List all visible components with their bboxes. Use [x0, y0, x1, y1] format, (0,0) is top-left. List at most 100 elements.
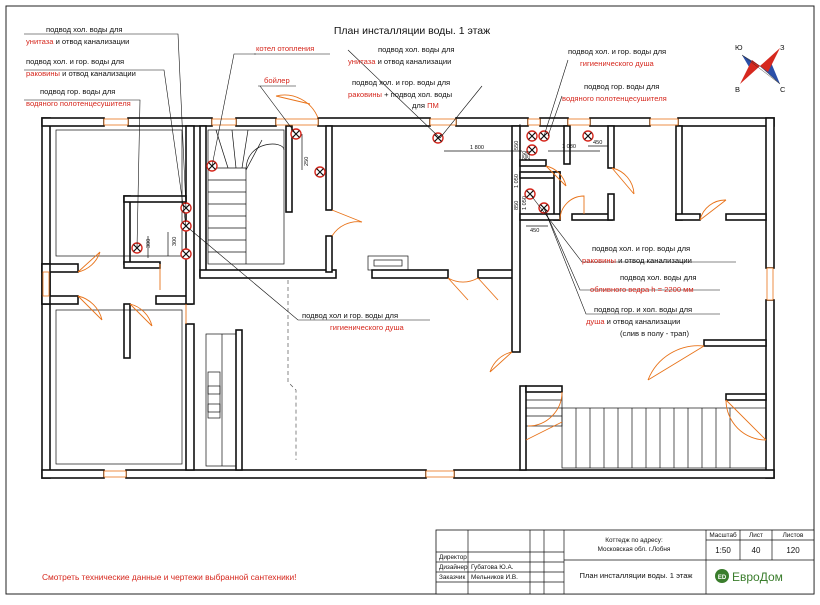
tb-sheets: 120: [786, 546, 800, 555]
callout-red-text: котел отопления: [256, 44, 314, 53]
callout-red-text: душа: [586, 317, 605, 326]
compass-label-w: З: [780, 43, 785, 52]
callout-red-text: раковины: [348, 90, 382, 99]
callout-text: и отвод канализации: [616, 256, 692, 265]
callout-text: подвод гор. воды для: [584, 82, 659, 91]
dim-250c: 250: [526, 151, 532, 160]
callout-red-text: водяного полотенцесушителя: [26, 99, 131, 108]
callout-text: подвод гор. и хол. воды для: [594, 305, 692, 314]
compass-label-n: С: [780, 85, 786, 94]
callout-text: подвод хол. воды для: [620, 273, 697, 282]
dim-1050b: 1 050: [522, 196, 528, 210]
callout-red-text: унитаза: [26, 37, 54, 46]
callout-text: подвод хол. и гор. воды для: [352, 78, 450, 87]
callout-text: подвод хол. воды для: [378, 45, 455, 54]
compass-label-e: В: [735, 85, 740, 94]
logo-mark: ED: [718, 575, 727, 581]
svg-text:раковины + подвод хол. воды: раковины + подвод хол. воды: [348, 90, 452, 99]
svg-text:душа и отвод канализации: душа и отвод канализации: [586, 317, 680, 326]
svg-text:унитаза и отвод канализации: унитаза и отвод канализации: [26, 37, 129, 46]
leader-lines: [24, 33, 736, 321]
callout-text: и отвод канализации: [375, 57, 451, 66]
callout-red-text: обливного ведра h = 2200 мм: [590, 285, 694, 294]
callout-red-text: унитаза: [348, 57, 376, 66]
dim-300a: 300: [146, 239, 152, 248]
drawing-frame: [5, 5, 815, 595]
callout-red-text: гигиенического душа: [580, 59, 655, 68]
callout-heating-boiler: котел отопления: [254, 44, 330, 55]
logo-text: ЕвроДом: [732, 570, 783, 584]
tb-address-1: Коттедж по адресу:: [605, 537, 663, 544]
company-logo: ED ЕвроДом: [715, 569, 783, 584]
tb-sheet-title: План инсталляции воды. 1 этаж: [579, 571, 693, 580]
callout-red-text: раковины: [26, 69, 60, 78]
doors: [77, 94, 767, 441]
callout-sink-left: подвод хол. и гор. воды для раковины и о…: [26, 57, 136, 78]
callout-toilet-left: подвод хол. воды для унитаза и отвод кан…: [26, 25, 129, 46]
tb-scale-label: Масштаб: [709, 531, 737, 539]
callout-sink-right: подвод хол. и гор. воды для раковины и о…: [582, 244, 692, 265]
dim-300b: 300: [172, 237, 178, 246]
tb-sheet-label: Лист: [749, 532, 763, 539]
callout-red-text: бойлер: [264, 76, 290, 85]
callout-text: и отвод канализации: [53, 37, 129, 46]
dim-550: 550: [514, 141, 520, 150]
callout-hygienic-shower-left: подвод хол и гор. воды для гигиеническог…: [302, 311, 405, 332]
windows: [42, 118, 774, 478]
dim-250b: 250: [522, 151, 528, 160]
dim-250a: 250: [304, 157, 310, 166]
fixture-bath-right-3: [526, 144, 538, 156]
callout-text: подвод хол. воды для: [46, 25, 123, 34]
dimension-lines: 1 800 1 080 450 300 300 250 550 1 050 45…: [146, 124, 608, 258]
callout-text: для: [412, 101, 427, 110]
dim-1800: 1 800: [470, 145, 484, 151]
tb-name-designer: Губатова Ю.А.: [471, 563, 514, 571]
fixture-bath-right-1: [526, 130, 538, 142]
callout-text: + подвод хол. воды: [382, 90, 452, 99]
callout-text: подвод хол. и гор. воды для: [592, 244, 690, 253]
callout-bucket-shower: подвод хол. воды для обливного ведра h =…: [590, 273, 697, 294]
tb-role-client: Заказчик: [439, 574, 465, 581]
callout-text: подвод хол. и гор. воды для: [26, 57, 124, 66]
partitions: [55, 129, 409, 467]
callout-text: (слив в полу - трап): [620, 329, 689, 338]
drawing-title: План инсталляции воды. 1 этаж: [334, 25, 490, 37]
callout-towel-right: подвод гор. воды для водяного полотенцес…: [562, 82, 667, 103]
callout-water-heater: бойлер: [258, 76, 296, 87]
fixture-kitchen-sink: [432, 132, 444, 144]
callout-sink-center: подвод хол. и гор. воды для раковины + п…: [348, 78, 452, 110]
callout-text: и отвод канализации: [605, 317, 681, 326]
callout-toilet-center: подвод хол. воды для унитаза и отвод кан…: [348, 45, 455, 66]
callout-red-text: водяного полотенцесушителя: [562, 94, 667, 103]
svg-text:раковины и отвод канализации: раковины и отвод канализации: [582, 256, 692, 265]
callout-shower-drain: подвод гор. и хол. воды для душа и отвод…: [586, 305, 692, 338]
svg-text:раковины и отвод канализации: раковины и отвод канализации: [26, 69, 136, 78]
dim-450a: 450: [593, 140, 602, 146]
title-block: Коттедж по адресу: Московская обл. г.Лоб…: [435, 529, 815, 595]
tb-role-director: Директор: [439, 554, 467, 561]
tb-address-2: Московская обл. г.Лобня: [598, 545, 671, 553]
tb-sheet: 40: [752, 546, 761, 555]
tb-scale: 1:50: [715, 546, 731, 555]
callout-towel-left: подвод гор. воды для водяного полотенцес…: [26, 87, 131, 108]
staircase-upper: [207, 129, 285, 265]
technical-note: Смотреть технические данные и чертежи вы…: [42, 572, 296, 582]
tb-name-client: Мельников И.В.: [471, 574, 518, 581]
fixture-towel-left-2: [180, 248, 192, 260]
callout-text: и отвод канализации: [60, 69, 136, 78]
callout-red-text: раковины: [582, 256, 616, 265]
dim-1050a: 1 050: [514, 174, 520, 188]
compass-label-s: Ю: [735, 43, 743, 52]
svg-text:унитаза и отвод канализации: унитаза и отвод канализации: [348, 57, 451, 66]
dim-1080: 1 080: [562, 144, 576, 150]
svg-text:для ПМ: для ПМ: [412, 101, 439, 110]
callout-text: подвод хол и гор. воды для: [302, 311, 398, 320]
tb-sheets-label: Листов: [783, 532, 804, 539]
staircase-lower: [525, 391, 767, 469]
fixture-boiler-2: [314, 166, 326, 178]
fixture-towel-right: [582, 130, 594, 142]
callout-text: подвод гор. воды для: [40, 87, 115, 96]
callout-text: подвод хол. и гор. воды для: [568, 47, 666, 56]
callout-red-text: ПМ: [427, 101, 439, 110]
